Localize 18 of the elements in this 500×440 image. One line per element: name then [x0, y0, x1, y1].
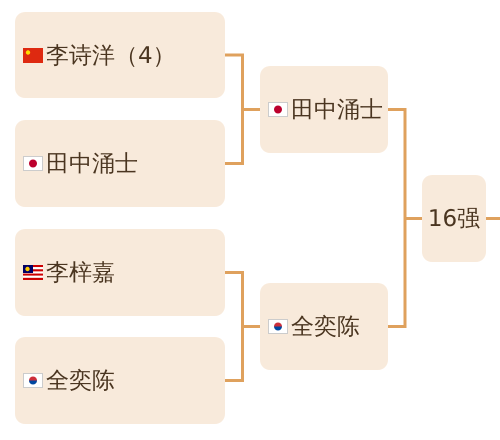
player-name: 李诗洋（4） [46, 42, 176, 70]
player-name: 全奕陈 [46, 367, 115, 396]
bracket-line [486, 217, 500, 220]
player-name: 全奕陈 [291, 313, 360, 342]
player-name: 田中涌士 [291, 96, 383, 125]
player-box [15, 12, 225, 98]
player-name: 田中涌士 [46, 150, 138, 179]
player-box [15, 337, 225, 424]
bracket-line [225, 325, 260, 382]
player-name: 李梓嘉 [46, 259, 115, 288]
bracket-line [225, 108, 260, 165]
player-box [260, 283, 388, 370]
player-box [15, 229, 225, 316]
player-box [15, 120, 225, 207]
round-box [422, 175, 486, 262]
round-label: 16强 [428, 205, 480, 234]
bracket-line [388, 217, 422, 328]
player-box [260, 66, 388, 153]
